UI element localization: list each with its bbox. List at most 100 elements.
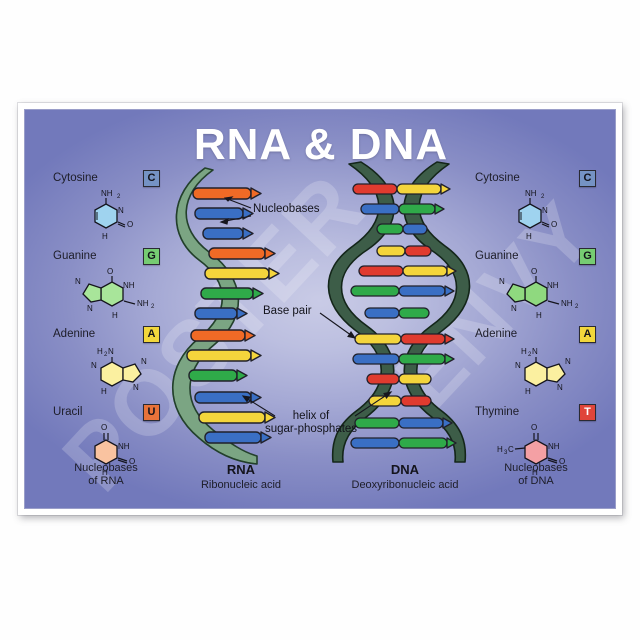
- svg-text:N: N: [532, 347, 538, 356]
- svg-text:N: N: [133, 383, 139, 392]
- svg-text:O: O: [129, 457, 135, 466]
- svg-text:NH: NH: [525, 189, 537, 198]
- base-label: Adenine: [53, 328, 96, 340]
- dna-helix-illustration: [325, 161, 475, 474]
- svg-text:O: O: [127, 220, 133, 229]
- dna-footer-line1: Nucleobases: [504, 462, 568, 474]
- svg-text:2: 2: [151, 304, 155, 310]
- rna-base-rod: [204, 431, 272, 444]
- svg-text:N: N: [87, 304, 93, 313]
- base-label: Thymine: [475, 406, 520, 418]
- dna-base-pair: [352, 353, 455, 365]
- rna-base-rod: [194, 307, 248, 320]
- svg-text:2: 2: [528, 352, 532, 358]
- base-label: Cytosine: [53, 172, 98, 184]
- rna-base-rod: [194, 391, 262, 404]
- svg-text:N: N: [499, 277, 505, 286]
- rna-footer-line1: Nucleobases: [74, 462, 138, 474]
- rna-base-rod: [198, 411, 276, 424]
- svg-text:N: N: [515, 361, 521, 370]
- svg-text:N: N: [118, 206, 124, 215]
- annotation-base-pair: Base pair: [263, 305, 312, 317]
- svg-text:NH: NH: [548, 442, 560, 451]
- svg-text:H: H: [497, 445, 503, 454]
- svg-text:H: H: [521, 347, 527, 356]
- svg-text:O: O: [551, 220, 557, 229]
- svg-text:N: N: [91, 361, 97, 370]
- annotation-helix-sugar-phosphates: helix of sugar-phosphates: [251, 410, 371, 436]
- rna-base-rod: [204, 267, 280, 280]
- rna-base-rod: [192, 187, 262, 200]
- dna-base-pair: [350, 437, 457, 449]
- svg-text:O: O: [531, 267, 537, 276]
- svg-text:N: N: [108, 347, 114, 356]
- dna-base-pair: [360, 203, 445, 215]
- base-badge-a: A: [579, 326, 596, 343]
- svg-text:N: N: [542, 206, 548, 215]
- svg-text:O: O: [101, 423, 107, 432]
- poster-artwork: POSTER ENVY RNA & DNA: [24, 109, 616, 509]
- rna-base-rod: [190, 329, 256, 342]
- svg-text:H: H: [97, 347, 103, 356]
- annotation-helix-line1: helix of: [292, 410, 330, 422]
- svg-text:H: H: [102, 468, 108, 477]
- svg-text:O: O: [531, 423, 537, 432]
- svg-text:C: C: [508, 445, 514, 454]
- svg-text:NH: NH: [123, 281, 135, 290]
- rna-column-footer: Nucleobases of RNA: [31, 462, 181, 488]
- rna-base-rod: [200, 287, 264, 300]
- svg-text:H: H: [112, 311, 118, 320]
- base-label: Adenine: [475, 328, 518, 340]
- svg-text:2: 2: [117, 194, 121, 200]
- dna-footer-line2: of DNA: [518, 475, 554, 487]
- svg-text:N: N: [75, 277, 81, 286]
- rna-base-rod: [202, 227, 254, 240]
- svg-text:H: H: [532, 468, 538, 477]
- poster-title: RNA & DNA: [193, 120, 449, 169]
- svg-text:2: 2: [104, 352, 108, 358]
- rna-base-rod: [208, 247, 276, 260]
- annotation-nucleobases: Nucleobases: [253, 203, 320, 215]
- rna-subtitle: Ribonucleic acid: [200, 479, 282, 491]
- dna-base-pair: [352, 183, 451, 195]
- rna-helix-illustration: [165, 167, 295, 468]
- rna-base-rod: [194, 207, 254, 220]
- svg-text:2: 2: [575, 304, 579, 310]
- base-badge-a: A: [143, 326, 160, 343]
- rna-base-rod: [186, 349, 262, 362]
- svg-text:H: H: [526, 232, 532, 241]
- base-label: Guanine: [475, 250, 519, 262]
- svg-text:H: H: [525, 387, 531, 396]
- svg-text:NH: NH: [137, 299, 149, 308]
- dna-base-pair: [358, 265, 457, 277]
- dna-name: DNA: [390, 462, 420, 477]
- base-label: Guanine: [53, 250, 97, 262]
- svg-text:N: N: [511, 304, 517, 313]
- base-entry-uracil-rna: Uracil U O NH O H: [31, 404, 181, 484]
- svg-text:H: H: [536, 311, 542, 320]
- dna-subtitle: Deoxyribonucleic acid: [351, 479, 459, 491]
- svg-text:N: N: [565, 357, 571, 366]
- rna-strand-label: RNA Ribonucleic acid: [161, 462, 321, 491]
- svg-text:H: H: [101, 387, 107, 396]
- dna-base-pair: [364, 307, 430, 319]
- dna-base-pair: [368, 395, 432, 407]
- svg-text:NH: NH: [561, 299, 573, 308]
- svg-text:N: N: [141, 357, 147, 366]
- base-badge-t: T: [579, 404, 596, 421]
- base-badge-c: C: [143, 170, 160, 187]
- dna-base-pair: [376, 245, 432, 257]
